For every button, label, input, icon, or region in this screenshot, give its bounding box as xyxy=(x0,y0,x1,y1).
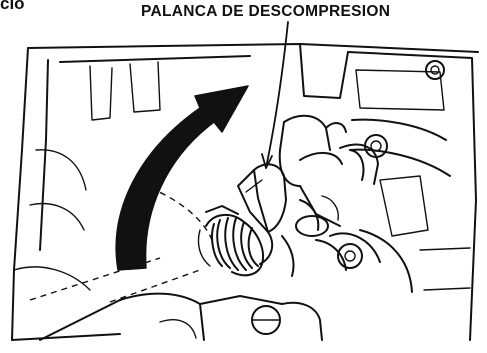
callout-label: PALANCA DE DESCOMPRESION xyxy=(141,3,391,20)
coil-spring xyxy=(197,205,264,277)
decompression-lever xyxy=(237,163,287,265)
right-side-components xyxy=(299,43,477,341)
rotation-arrow-icon xyxy=(115,85,249,271)
cropped-heading-fragment: cio xyxy=(0,0,25,13)
hose-fittings xyxy=(278,114,388,277)
callout-leader-line xyxy=(265,21,289,169)
engine-base xyxy=(39,292,323,341)
callout-pointer-icon xyxy=(261,153,273,169)
